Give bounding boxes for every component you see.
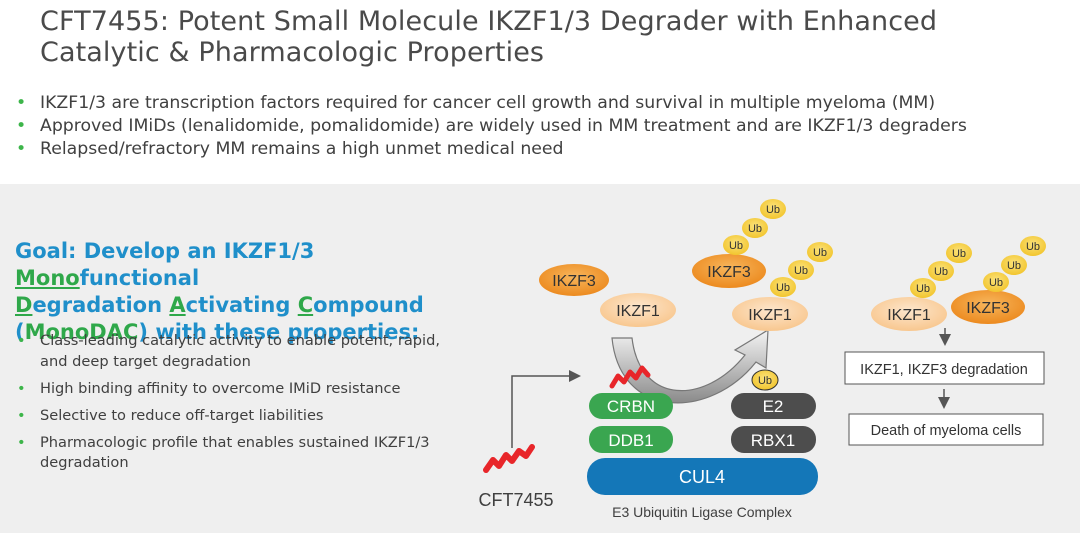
svg-text:CUL4: CUL4 [679,467,725,487]
svg-text:IKZF3: IKZF3 [707,264,751,281]
ikzf1-right-blob: IKZF1 [871,297,947,331]
compound-label: CFT7455 [478,490,553,510]
svg-text:Ub: Ub [758,375,772,387]
goal-heading: Goal: Develop an IKZF1/3 Monofunctional … [15,239,424,344]
intro-bullet: •IKZF1/3 are transcription factors requi… [16,93,936,113]
svg-text:Death of myeloma cells: Death of myeloma cells [871,423,1022,439]
svg-text:Ub: Ub [916,283,930,295]
svg-text:IKZF1: IKZF1 [748,307,792,324]
property-bullet: •Class-leading catalytic activity to ena… [17,332,441,370]
svg-text:Ub: Ub [1026,241,1040,253]
bullet-dot-icon: • [16,139,27,159]
title-line-2: Catalytic & Pharmacologic Properties [40,37,545,68]
svg-text:Ub: Ub [1007,260,1021,272]
bullet-dot-icon: • [16,116,27,136]
bullet-dot-icon: • [17,332,26,349]
crbn-protein: CRBN [589,393,673,419]
ub-chain-ikzf1: Ub Ub Ub [770,242,833,297]
bullet-dot-icon: • [17,379,26,397]
outcome-cell-death-box: Death of myeloma cells [848,413,1044,446]
ikzf3-ubiquitinated-blob: IKZF3 [692,254,766,288]
svg-text:Ub: Ub [776,282,790,294]
compound-connector-arrow [511,370,581,448]
svg-text:CRBN: CRBN [607,397,655,416]
ddb1-protein: DDB1 [589,426,673,453]
intro-bullet: •Relapsed/refractory MM remains a high u… [16,139,564,159]
ikzf3-free-blob: IKZF3 [539,264,609,296]
svg-text:E2: E2 [763,397,784,416]
property-bullet: •Pharmacologic profile that enables sust… [17,433,430,472]
properties-bullet-list: •Class-leading catalytic activity to ena… [15,331,445,480]
svg-text:Ub: Ub [794,265,808,277]
svg-text:IKZF3: IKZF3 [552,273,596,290]
ub-chain-ikzf1-right: Ub Ub Ub [910,243,972,298]
bullet-dot-icon: • [16,93,27,113]
bullet-dot-icon: • [17,433,26,451]
ikzf3-right-blob: IKZF3 [951,290,1025,324]
svg-text:RBX1: RBX1 [751,431,795,450]
ub-on-e2: Ub [751,369,779,391]
ub-chain-ikzf3: Ub Ub Ub [723,199,786,255]
title-line-1: CFT7455: Potent Small Molecule IKZF1/3 D… [40,6,938,37]
intro-bullet: •Approved IMiDs (lenalidomide, pomalidom… [16,116,967,136]
e2-protein: E2 [731,393,816,419]
svg-text:IKZF1, IKZF3 degradation: IKZF1, IKZF3 degradation [860,362,1028,378]
outcome-degradation-box: IKZF1, IKZF3 degradation [844,351,1045,385]
svg-text:Ub: Ub [934,266,948,278]
intro-bullet-list: •IKZF1/3 are transcription factors requi… [14,92,1074,161]
slide-title: CFT7455: Potent Small Molecule IKZF1/3 D… [40,6,1060,68]
svg-text:Ub: Ub [748,223,762,235]
ikzf1-left-blob: IKZF1 [600,293,676,327]
svg-text:IKZF1: IKZF1 [616,303,660,320]
ikzf1-ubiquitinated-blob: IKZF1 [732,297,808,331]
svg-text:Ub: Ub [952,248,966,260]
svg-text:Ub: Ub [989,277,1003,289]
property-bullet: •Selective to reduce off-target liabilit… [15,406,445,427]
cul4-protein: CUL4 [587,458,818,495]
free-compound-icon [483,444,535,473]
ub-chain-ikzf3-right: Ub Ub Ub [983,236,1046,292]
rbx1-protein: RBX1 [731,426,816,453]
svg-text:Ub: Ub [766,204,780,216]
svg-text:IKZF1: IKZF1 [887,307,931,324]
svg-text:Ub: Ub [729,240,743,252]
svg-text:Ub: Ub [813,247,827,259]
svg-text:IKZF3: IKZF3 [966,300,1010,317]
bullet-dot-icon: • [17,406,26,424]
complex-label: E3 Ubiquitin Ligase Complex [612,504,792,520]
bound-compound-icon [609,365,651,389]
svg-text:DDB1: DDB1 [608,431,653,450]
transfer-arrow [611,328,769,404]
property-bullet: •High binding affinity to overcome IMiD … [15,379,445,400]
